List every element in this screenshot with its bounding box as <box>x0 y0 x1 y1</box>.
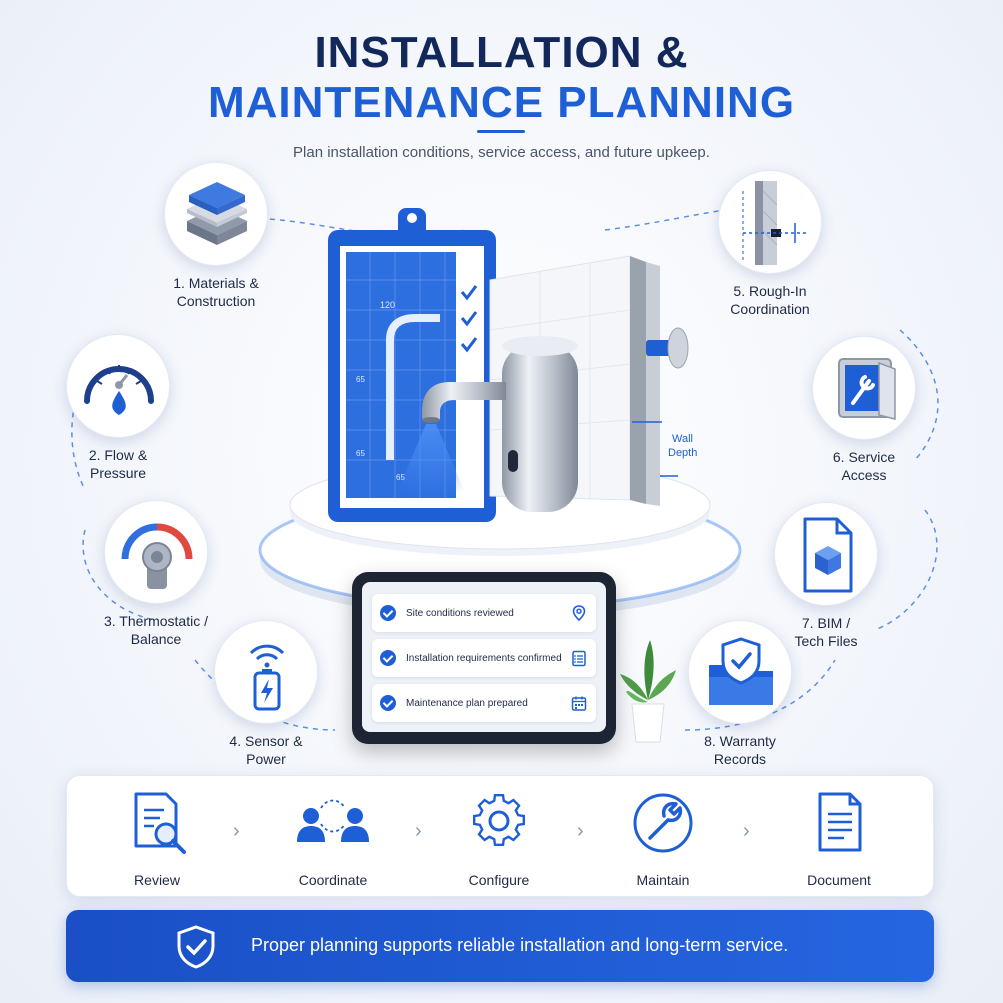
feature-label: 8. Warranty Records <box>704 733 776 767</box>
step-label: Coordinate <box>298 872 368 888</box>
checklist-tablet: Site conditions reviewed Installation re… <box>352 572 616 744</box>
dimension-top: 120 <box>380 300 395 310</box>
feature-flow-pressure[interactable]: 2. Flow & Pressure <box>28 334 208 482</box>
people-exchange-icon <box>297 799 369 842</box>
feature-materials[interactable]: 1. Materials & Construction <box>126 162 306 310</box>
feature-rough-in[interactable]: 5. Rough-In Coordination <box>680 170 860 318</box>
feature-thermostatic[interactable]: 3. Thermostatic / Balance <box>66 500 246 648</box>
page-title-line1: INSTALLATION & <box>314 28 689 77</box>
dimension-bottom: 65 <box>396 473 405 482</box>
step-label: Document <box>807 872 871 888</box>
document-icon <box>818 792 862 852</box>
shield-check-icon <box>177 925 215 969</box>
step-document[interactable]: Document <box>779 788 899 888</box>
feature-label: 6. Service Access <box>832 449 896 483</box>
warranty-folder-icon <box>709 637 773 705</box>
calendar-icon <box>571 696 587 711</box>
step-label: Configure <box>468 872 530 888</box>
checklist-item[interactable]: Maintenance plan prepared <box>372 684 596 722</box>
gauge-icon <box>84 365 154 415</box>
checklist-item-text: Maintenance plan prepared <box>406 697 528 709</box>
access-panel-icon <box>838 358 896 420</box>
wall-section-icon <box>742 181 809 265</box>
step-label: Review <box>134 872 180 888</box>
checklist-item-text: Installation requirements confirmed <box>406 652 562 664</box>
gear-icon <box>472 793 526 847</box>
document-search-icon <box>134 792 186 854</box>
dimension-left-2: 65 <box>356 449 365 458</box>
sensor-faucet <box>394 336 578 512</box>
page-subtitle: Plan installation conditions, service ac… <box>293 144 710 161</box>
feature-bim-files[interactable]: 7. BIM / Tech Files <box>736 502 916 650</box>
sensor-battery-icon <box>249 644 285 711</box>
title-divider <box>477 130 525 133</box>
footer-banner: Proper planning supports reliable instal… <box>66 910 934 982</box>
step-review[interactable]: Review <box>97 788 217 888</box>
feature-sensor-power[interactable]: 4. Sensor & Power <box>176 620 356 768</box>
feature-service-access[interactable]: 6. Service Access <box>774 336 954 484</box>
check-circle-icon <box>380 605 396 621</box>
chevron-right-icon: › <box>577 820 584 842</box>
feature-label: 4. Sensor & Power <box>229 733 303 767</box>
chevron-right-icon: › <box>415 820 422 842</box>
checklist-icon <box>572 650 586 667</box>
bim-file-icon <box>803 517 853 593</box>
page-title-line2: MAINTENANCE PLANNING <box>207 78 796 127</box>
step-coordinate[interactable]: Coordinate <box>273 788 393 888</box>
feature-label: 7. BIM / Tech Files <box>794 615 858 649</box>
step-configure[interactable]: Configure <box>439 788 559 888</box>
feature-label: 5. Rough-In Coordination <box>730 283 810 317</box>
thermostat-valve-icon <box>121 523 193 589</box>
checklist-item[interactable]: Site conditions reviewed <box>372 594 596 632</box>
chevron-right-icon: › <box>233 820 240 842</box>
dimension-left-1: 65 <box>356 375 365 384</box>
banner-text: Proper planning supports reliable instal… <box>251 935 789 955</box>
feature-label: 2. Flow & Pressure <box>88 447 148 481</box>
step-maintain[interactable]: Maintain <box>603 788 723 888</box>
checklist-item-text: Site conditions reviewed <box>406 607 514 619</box>
checklist-item[interactable]: Installation requirements confirmed <box>372 639 596 677</box>
location-pin-icon <box>572 605 586 622</box>
wrench-icon <box>633 793 693 853</box>
layers-icon <box>187 182 247 245</box>
plant-decoration <box>620 640 676 743</box>
check-circle-icon <box>380 650 396 666</box>
feature-warranty-records[interactable]: 8. Warranty Records <box>650 620 830 768</box>
process-steps-panel: Review › Coordinate › Configure <box>66 775 934 897</box>
step-label: Maintain <box>636 872 690 888</box>
tablet-screen: Site conditions reviewed Installation re… <box>362 582 606 732</box>
check-circle-icon <box>380 695 396 711</box>
chevron-right-icon: › <box>743 820 750 842</box>
feature-label: 1. Materials & Construction <box>173 275 259 309</box>
feature-label: 3. Thermostatic / Balance <box>103 613 208 647</box>
